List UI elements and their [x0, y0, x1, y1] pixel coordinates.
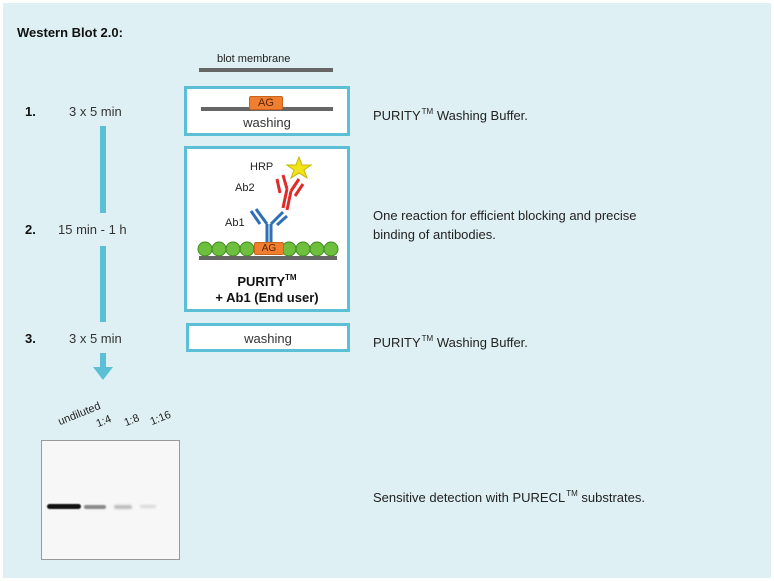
arrow-head-icon [93, 367, 113, 380]
step-3-box: washing [186, 323, 350, 352]
band-1-8 [114, 505, 132, 509]
membrane-label: blot membrane [217, 53, 291, 65]
step-1-desc-sup: TM [421, 107, 434, 116]
hrp-label: HRP [250, 161, 274, 173]
band-1-16 [140, 505, 156, 508]
blocking-beads [197, 241, 339, 257]
arrow-segment-2 [100, 246, 106, 322]
step-2-membrane [199, 256, 337, 260]
step-1-box: AG washing [184, 86, 350, 136]
detection-desc-text: Sensitive detection with PURECL [373, 490, 566, 505]
lane-label-1-4: 1:4 [94, 413, 114, 430]
arrow-segment-1 [100, 126, 106, 213]
step-1-box-label: washing [243, 115, 291, 130]
step-2-description: One reaction for efficient blocking and … [373, 206, 637, 244]
band-1-4 [84, 505, 106, 509]
purity-sup: TM [285, 273, 297, 282]
step-1-number: 1. [25, 104, 36, 119]
step-3-number: 3. [25, 331, 36, 346]
membrane-bar [199, 68, 333, 72]
step-3-box-label: washing [244, 331, 292, 346]
lane-label-1-8: 1:8 [122, 412, 142, 429]
step-2-desc-line1: One reaction for efficient blocking and … [373, 208, 637, 223]
ab2-label: Ab2 [235, 182, 255, 194]
hrp-star-icon [285, 155, 313, 180]
detection-description: Sensitive detection with PURECLTM substr… [373, 484, 645, 507]
step-2-purity-line2: + Ab1 (End user) [215, 290, 319, 305]
step-3-time: 3 x 5 min [69, 331, 122, 346]
step-1-description: PURITYTM Washing Buffer. [373, 102, 528, 125]
step-3-desc-sup: TM [421, 334, 434, 343]
step-2-box: HRP Ab2 Ab1 AG PURITYTM + Ab1 (End user) [184, 146, 350, 312]
step-2-purity-line1: PURITYTM [187, 268, 347, 291]
lane-label-1-16: 1:16 [148, 408, 173, 428]
ab2-icon [275, 174, 305, 211]
antibody-illustration [197, 155, 339, 260]
ab1-label: Ab1 [225, 217, 245, 229]
step-2-desc-line2: binding of antibodies. [373, 227, 496, 242]
band-undiluted [47, 504, 81, 509]
step-3-desc-after: Washing Buffer. [433, 335, 528, 350]
diagram-title: Western Blot 2.0: [17, 25, 123, 40]
step-1-desc-text: PURITY [373, 108, 421, 123]
purity-text: PURITY [237, 274, 286, 289]
step-2-time: 15 min - 1 h [58, 222, 127, 237]
step-3-description: PURITYTM Washing Buffer. [373, 329, 528, 352]
step-1-desc-after: Washing Buffer. [433, 108, 528, 123]
step-3-desc-text: PURITY [373, 335, 421, 350]
arrow-segment-3 [100, 353, 106, 369]
diagram-canvas: Western Blot 2.0: blot membrane 1. 3 x 5… [3, 3, 771, 578]
step-1-time: 3 x 5 min [69, 104, 122, 119]
blot-image [41, 440, 180, 560]
step-1-antigen: AG [249, 96, 283, 110]
step-2-antigen: AG [254, 242, 284, 255]
detection-desc-sup: TM [566, 489, 578, 498]
detection-desc-after: substrates. [577, 490, 645, 505]
step-2-number: 2. [25, 222, 36, 237]
ab1-icon [249, 208, 289, 242]
